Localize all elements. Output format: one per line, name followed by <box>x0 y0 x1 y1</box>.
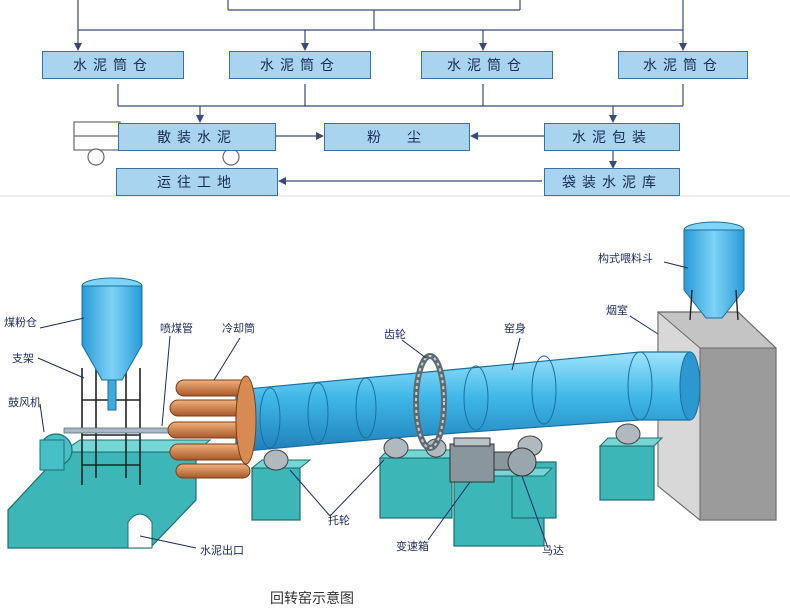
feed-hopper-label: 构式喂料斗 <box>598 252 653 265</box>
kiln-body-label: 窑身 <box>504 322 526 335</box>
smoke-chamber-label: 烟室 <box>606 304 628 317</box>
cooler-label: 冷却筒 <box>222 322 255 335</box>
diagram-caption: 回转窑示意图 <box>270 591 354 607</box>
outlet-label: 水泥出口 <box>200 544 244 557</box>
silo-box-4: 水泥筒仓 <box>618 51 748 79</box>
silo-box-2: 水泥筒仓 <box>229 51 371 79</box>
support-label: 支架 <box>12 352 34 365</box>
dust-box: 粉 尘 <box>324 123 470 151</box>
transport-box: 运往工地 <box>116 168 278 196</box>
bulk-cement-box: 散装水泥 <box>118 123 276 151</box>
cement-packing-box: 水泥包装 <box>544 123 680 151</box>
coal-bin-label: 煤粉仓 <box>4 316 37 329</box>
gear-label: 齿轮 <box>384 328 406 341</box>
bag-store-box: 袋装水泥库 <box>544 168 680 196</box>
motor-label: 马达 <box>542 544 564 557</box>
truck-icon <box>73 121 240 166</box>
silo-box-3: 水泥筒仓 <box>421 51 553 79</box>
roller-label: 托轮 <box>328 514 350 527</box>
gearbox-label: 变速箱 <box>396 540 429 553</box>
coal-pipe-label: 喷煤管 <box>160 322 193 335</box>
silo-box-1: 水泥筒仓 <box>42 51 184 79</box>
blower-label: 鼓风机 <box>8 396 41 409</box>
